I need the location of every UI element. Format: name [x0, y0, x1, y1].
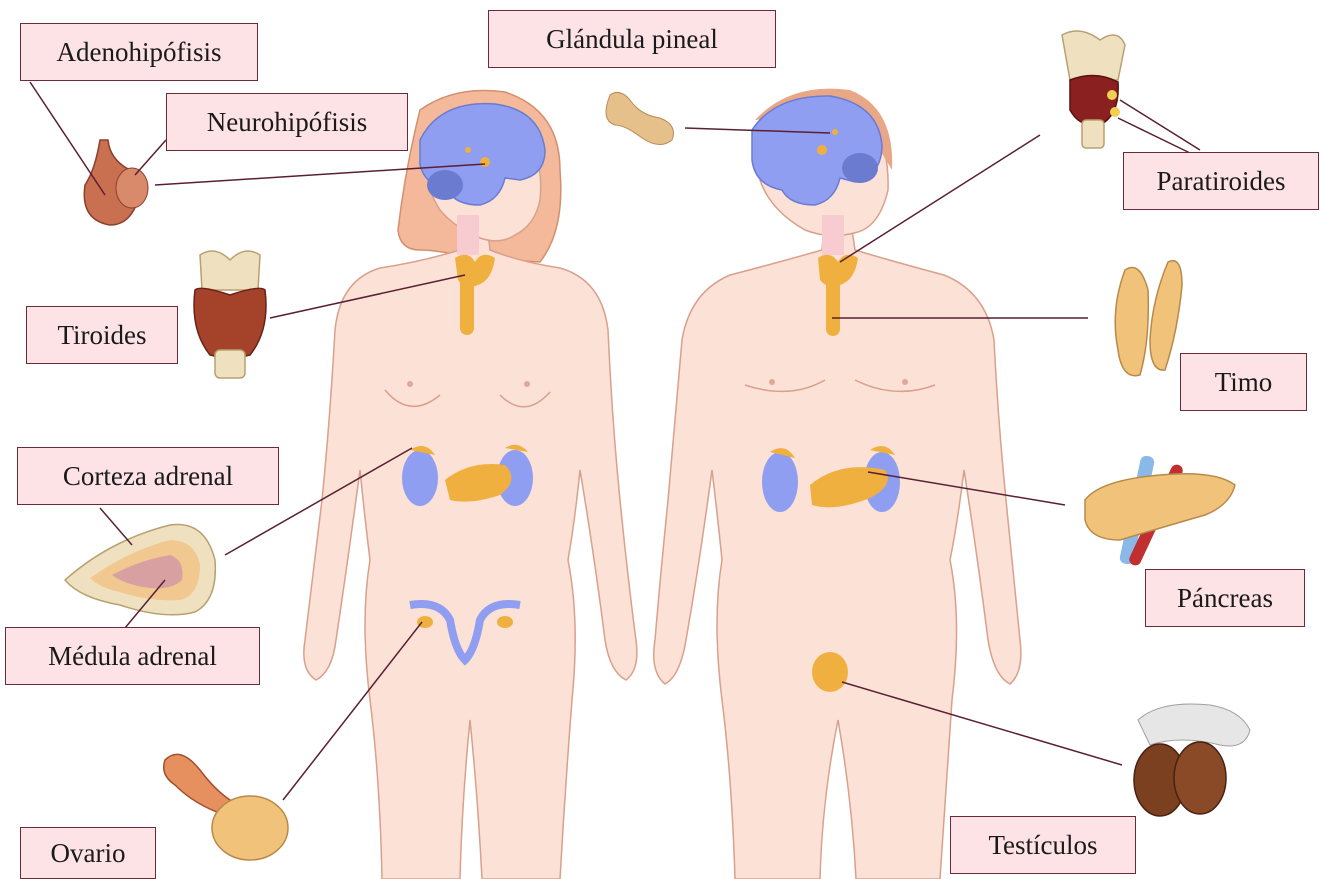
- pineal-illustration: [606, 92, 674, 144]
- adrenal-illustration: [65, 524, 215, 614]
- label-testiculos: Testículos: [950, 816, 1136, 874]
- leader-adenohipofisis: [30, 82, 105, 195]
- label-neurohipofisis: Neurohipófisis: [166, 93, 408, 151]
- leader-corteza: [100, 508, 132, 545]
- label-paratiroides: Paratiroides: [1123, 152, 1319, 210]
- thymus-illustration: [1115, 261, 1182, 376]
- male-figure: [654, 89, 1021, 879]
- label-ovario: Ovario: [20, 827, 156, 879]
- label-corteza-adrenal: Corteza adrenal: [17, 447, 279, 505]
- female-figure: [304, 90, 637, 879]
- label-timo: Timo: [1180, 353, 1307, 411]
- parathyroid-illustration: [1062, 31, 1125, 148]
- label-medula-adrenal: Médula adrenal: [5, 627, 260, 685]
- ovary-illustration: [164, 754, 288, 860]
- label-adenohipofisis: Adenohipófisis: [20, 23, 258, 81]
- leader-paratiroides-2: [1118, 118, 1190, 153]
- label-tiroides: Tiroides: [26, 306, 178, 364]
- pituitary-illustration: [84, 140, 148, 225]
- leader-neurohipofisis: [135, 140, 166, 175]
- label-pancreas: Páncreas: [1145, 569, 1305, 627]
- testes-illustration: [1134, 704, 1250, 816]
- label-glandula-pineal: Glándula pineal: [488, 10, 776, 68]
- pancreas-illustration: [1085, 455, 1235, 568]
- thyroid-illustration: [194, 251, 266, 378]
